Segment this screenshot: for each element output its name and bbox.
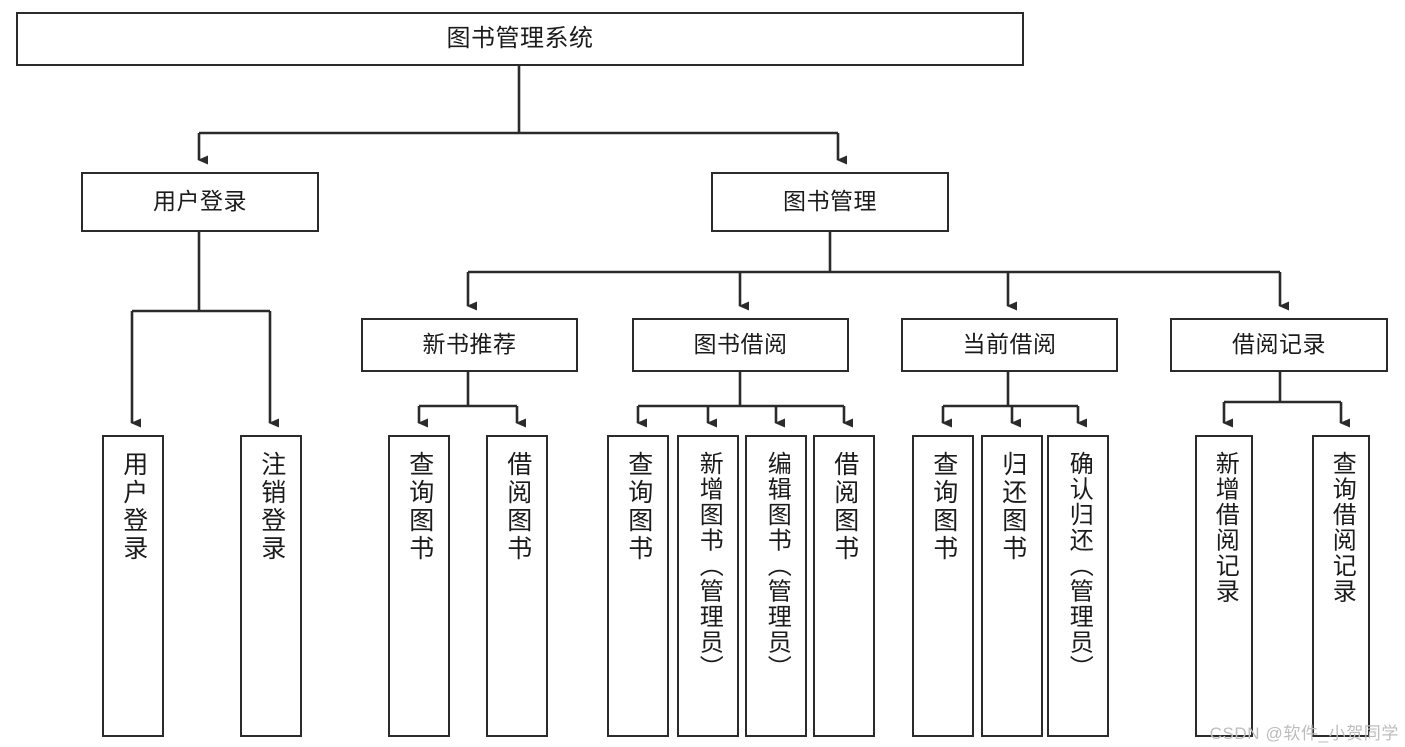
node-book-borrow[interactable]: 图书借阅 bbox=[632, 318, 849, 372]
node-leaf-logout-login-label: 注销登录 bbox=[257, 451, 286, 563]
node-borrow-record-label: 借阅记录 bbox=[1232, 331, 1326, 358]
node-leaf-borrow-book-1[interactable]: 借阅图书 bbox=[486, 435, 548, 737]
node-leaf-user-login-label: 用户登录 bbox=[119, 451, 148, 563]
node-leaf-query-book-2-label: 查询图书 bbox=[624, 451, 653, 563]
node-leaf-add-book-admin-label: 新增图书（管理员） bbox=[695, 451, 723, 681]
node-leaf-query-book-1[interactable]: 查询图书 bbox=[388, 435, 450, 737]
node-root[interactable]: 图书管理系统 bbox=[16, 12, 1024, 66]
node-book-manage-label: 图书管理 bbox=[783, 188, 877, 215]
node-leaf-query-book-3-label: 查询图书 bbox=[929, 451, 958, 563]
node-leaf-return-book-label: 归还图书 bbox=[998, 451, 1027, 563]
node-current-borrow[interactable]: 当前借阅 bbox=[901, 318, 1118, 372]
node-book-borrow-label: 图书借阅 bbox=[693, 331, 788, 358]
node-leaf-add-borrow-record-label: 新增借阅记录 bbox=[1211, 451, 1239, 604]
node-user-login[interactable]: 用户登录 bbox=[81, 172, 319, 232]
node-leaf-borrow-book-1-label: 借阅图书 bbox=[503, 451, 532, 563]
node-leaf-query-book-2[interactable]: 查询图书 bbox=[607, 435, 669, 737]
node-leaf-query-book-1-label: 查询图书 bbox=[405, 451, 434, 563]
node-leaf-query-book-3[interactable]: 查询图书 bbox=[912, 435, 974, 737]
node-leaf-confirm-return-admin[interactable]: 确认归还（管理员） bbox=[1047, 435, 1109, 737]
node-new-book-recommend[interactable]: 新书推荐 bbox=[361, 318, 578, 372]
node-leaf-return-book[interactable]: 归还图书 bbox=[981, 435, 1043, 737]
csdn-watermark: CSDN @软件_小贺同学 bbox=[1209, 724, 1399, 743]
node-leaf-add-book-admin[interactable]: 新增图书（管理员） bbox=[677, 435, 739, 737]
node-borrow-record[interactable]: 借阅记录 bbox=[1170, 318, 1388, 372]
node-leaf-edit-book-admin[interactable]: 编辑图书（管理员） bbox=[745, 435, 807, 737]
node-new-book-recommend-label: 新书推荐 bbox=[422, 331, 517, 358]
node-leaf-user-login[interactable]: 用户登录 bbox=[102, 435, 164, 737]
node-leaf-confirm-return-admin-label: 确认归还（管理员） bbox=[1065, 451, 1093, 681]
node-leaf-query-borrow-record[interactable]: 查询借阅记录 bbox=[1312, 435, 1370, 737]
node-leaf-borrow-book-2-label: 借阅图书 bbox=[830, 451, 859, 563]
node-leaf-edit-book-admin-label: 编辑图书（管理员） bbox=[763, 451, 791, 681]
node-leaf-logout-login[interactable]: 注销登录 bbox=[240, 435, 302, 737]
node-current-borrow-label: 当前借阅 bbox=[962, 331, 1057, 358]
node-leaf-borrow-book-2[interactable]: 借阅图书 bbox=[813, 435, 875, 737]
node-leaf-add-borrow-record[interactable]: 新增借阅记录 bbox=[1195, 435, 1253, 737]
node-root-label: 图书管理系统 bbox=[446, 24, 594, 52]
node-user-login-label: 用户登录 bbox=[153, 188, 247, 215]
node-book-manage[interactable]: 图书管理 bbox=[711, 172, 949, 232]
node-leaf-query-borrow-record-label: 查询借阅记录 bbox=[1328, 451, 1356, 604]
